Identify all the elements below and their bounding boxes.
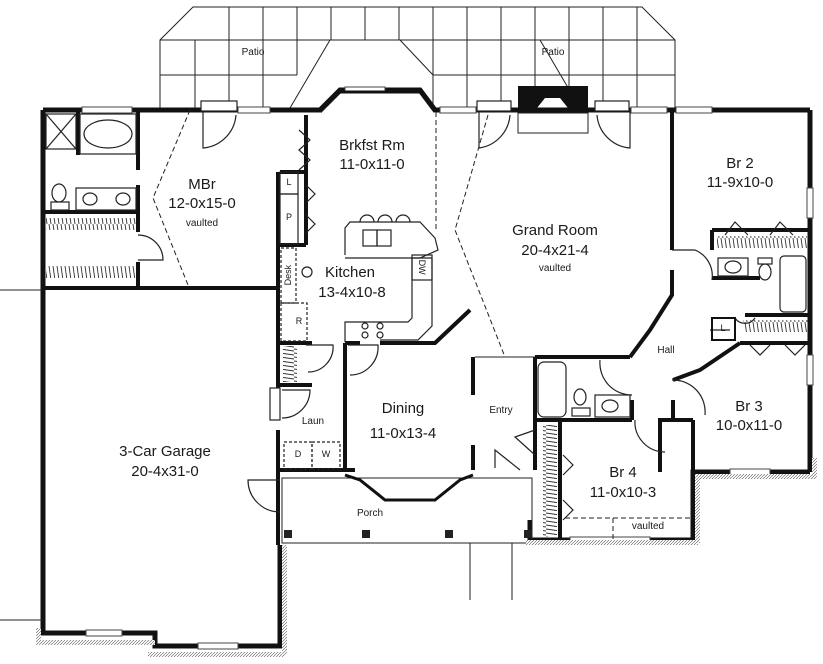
br2-name: Br 2 xyxy=(726,155,754,172)
grand-dims: 20-4x21-4 xyxy=(521,242,589,259)
garage-dims: 20-4x31-0 xyxy=(131,463,199,480)
breakfast-bay-window xyxy=(318,90,437,114)
mbr-dims: 12-0x15-0 xyxy=(168,195,236,212)
br4-note: vaulted xyxy=(631,521,665,532)
refrigerator-label: R xyxy=(295,316,303,326)
grand-name: Grand Room xyxy=(512,222,598,239)
garage-name: 3-Car Garage xyxy=(119,443,211,460)
patio-area xyxy=(159,6,676,111)
brick-veneer xyxy=(36,458,817,657)
porch-columns xyxy=(284,530,532,538)
dining-bay-window xyxy=(344,473,474,502)
porch-label: Porch xyxy=(356,508,384,519)
exterior-walls xyxy=(40,87,813,649)
doors xyxy=(137,100,806,521)
interior-walls xyxy=(43,110,810,545)
dining-dims: 11-0x13-4 xyxy=(369,425,437,442)
patio-right-label: Patio xyxy=(541,47,565,58)
patio-left-label: Patio xyxy=(241,47,265,58)
laundry-label: Laun xyxy=(301,416,325,427)
hall-linen-label: L xyxy=(720,323,726,333)
kitchen-fixtures xyxy=(279,171,439,470)
mbr-name: MBr xyxy=(188,176,216,193)
bath-fixtures xyxy=(45,113,807,418)
entry-label: Entry xyxy=(489,405,513,416)
pantry-label: P xyxy=(285,212,293,222)
hall-label: Hall xyxy=(657,345,675,356)
thin-lines xyxy=(0,109,690,621)
br4-dims: 11-0x10-3 xyxy=(589,484,657,501)
breakfast-name: Brkfst Rm xyxy=(339,137,405,154)
br3-name: Br 3 xyxy=(735,398,763,415)
br3-dims: 10-0x11-0 xyxy=(715,417,783,434)
dishwasher-label: DW xyxy=(417,259,428,275)
dryer-label: D xyxy=(294,449,302,459)
kitchen-linen-label: L xyxy=(286,177,292,187)
br4-name: Br 4 xyxy=(609,464,637,481)
grand-note: vaulted xyxy=(538,263,572,274)
washer-label: W xyxy=(321,449,331,459)
br2-dims: 11-9x10-0 xyxy=(706,174,774,191)
desk-label: Desk xyxy=(282,264,293,286)
mbr-note: vaulted xyxy=(185,218,219,229)
breakfast-dims: 11-0x11-0 xyxy=(339,156,405,173)
fireplace xyxy=(517,86,589,134)
closets xyxy=(46,218,808,537)
kitchen-name: Kitchen xyxy=(324,264,376,281)
dining-name: Dining xyxy=(381,400,425,417)
kitchen-dims: 13-4x10-8 xyxy=(318,284,386,301)
hall-linen xyxy=(711,317,736,341)
